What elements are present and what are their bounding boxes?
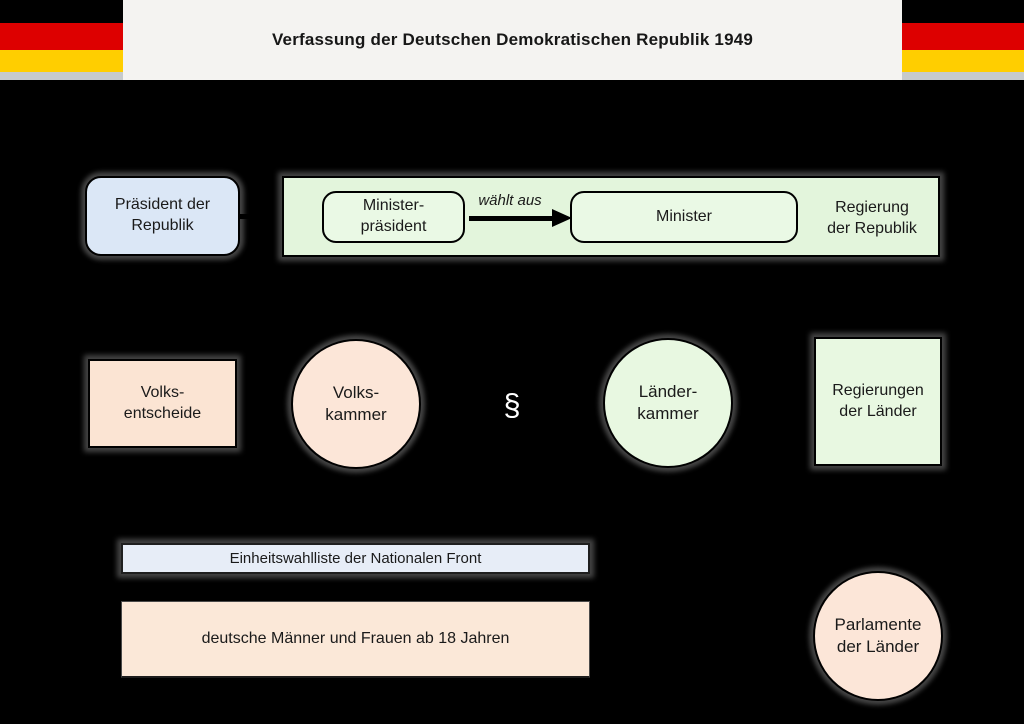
flag-black-stripe	[0, 0, 123, 23]
wahlberechtigte-box: deutsche Männer und Frauen ab 18 Jahren	[121, 601, 590, 678]
regierung-der-republik-box: Minister- präsident wählt aus Minister R…	[282, 176, 940, 257]
paragraph-symbol: §	[503, 387, 521, 422]
diagram-title: Verfassung der Deutschen Demokratischen …	[271, 30, 754, 49]
regierung-label: Regierung der Republik	[827, 198, 917, 237]
praesident-der-republik-box: Präsident der Republik	[85, 176, 240, 256]
minister-label: Minister	[655, 208, 712, 225]
flag-red-stripe	[902, 23, 1024, 50]
ministerpraesident-label: Minister- präsident	[360, 197, 427, 235]
title-banner: Verfassung der Deutschen Demokratischen …	[123, 0, 902, 80]
flag-gold-stripe	[902, 50, 1024, 72]
flag-shadow-strip	[0, 72, 123, 80]
german-flag-right-icon	[902, 0, 1024, 72]
regierungen-laender-label: Regierungen der Länder	[832, 381, 924, 420]
volksentscheide-box: Volks- entscheide	[88, 359, 237, 448]
laenderkammer-label: Länder- kammer	[637, 381, 699, 423]
flag-black-stripe	[902, 0, 1024, 23]
regierungen-der-laender-box: Regierungen der Länder	[814, 337, 942, 466]
volkskammer-label: Volks- kammer	[325, 382, 387, 424]
german-flag-left-icon	[0, 0, 123, 72]
flag-red-stripe	[0, 23, 123, 50]
volksentscheide-label: Volks- entscheide	[123, 383, 202, 422]
laenderkammer-circle: Länder- kammer	[603, 338, 733, 468]
wahlberechtigte-label: deutsche Männer und Frauen ab 18 Jahren	[201, 630, 510, 647]
flag-shadow-strip	[902, 72, 1024, 80]
einheitswahlliste-label: Einheitswahlliste der Nationalen Front	[229, 550, 482, 567]
arrow-praesident-to-ministerpraesident	[240, 214, 304, 219]
parlamente-der-laender-circle: Parlamente der Länder	[813, 571, 943, 701]
arrow-ministerpraesident-to-minister	[469, 216, 553, 221]
ministerpraesident-box: Minister- präsident	[322, 191, 465, 243]
einheitswahlliste-box: Einheitswahlliste der Nationalen Front	[121, 543, 590, 574]
praesident-label: Präsident der Republik	[114, 196, 211, 234]
parlamente-laender-label: Parlamente der Länder	[834, 614, 922, 656]
volkskammer-circle: Volks- kammer	[291, 339, 421, 469]
arrowhead-to-minister	[552, 209, 572, 227]
minister-box: Minister	[570, 191, 798, 243]
waehlt-aus-label: wählt aus	[478, 192, 542, 209]
flag-gold-stripe	[0, 50, 123, 72]
